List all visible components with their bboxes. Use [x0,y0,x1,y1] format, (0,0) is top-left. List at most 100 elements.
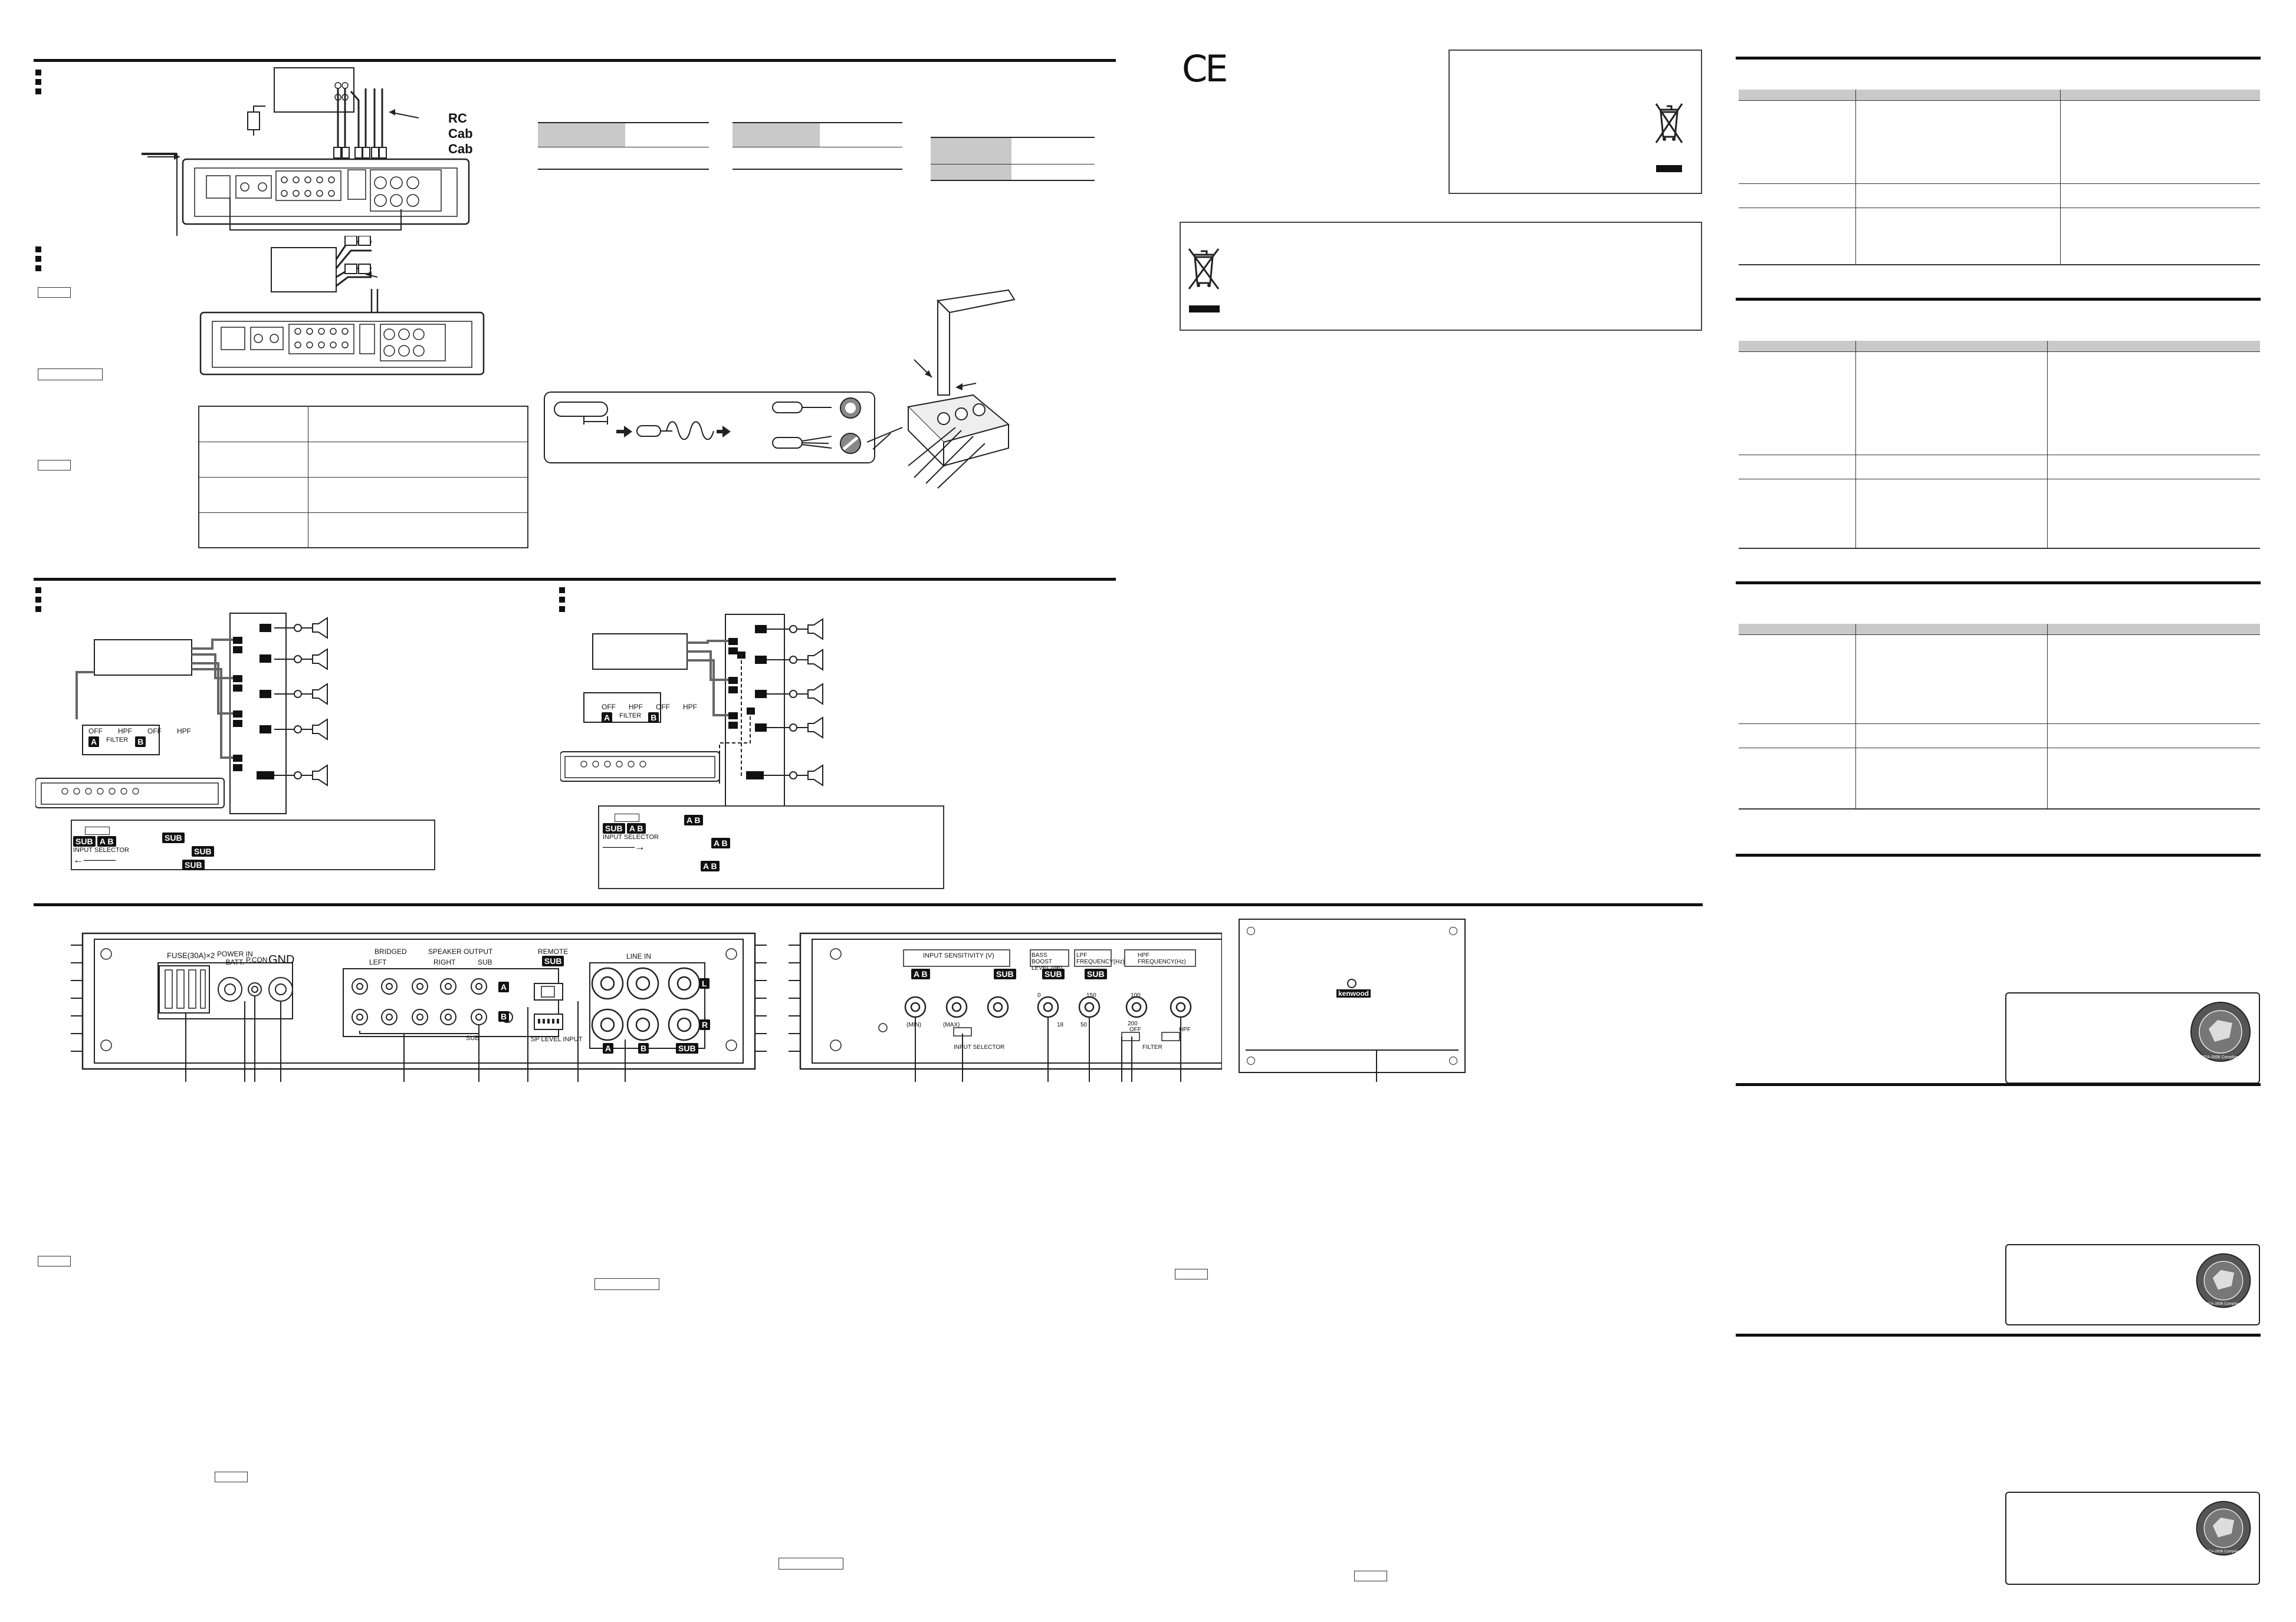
knob-scale-150: 150 [1086,992,1096,999]
sub-badges-left: SUB SUB SUB [162,833,214,871]
knob-scale-max: (MAX) [943,1022,960,1028]
bullet-marks-2 [35,246,41,271]
spec-table-1 [1739,90,2260,265]
note-tag [1354,1571,1387,1581]
award-seal-icon: CEA-2006 Compliant [2190,1002,2251,1062]
label-hpf-switch: HPF [1179,1027,1191,1033]
right-rule-3 [1736,581,2261,584]
right-rule-6 [1736,1334,2261,1337]
award-seal-icon: CEA-2006 Compliant [2196,1501,2251,1556]
selector-legend-left: SUB A B INPUT SELECTOR ←——— [73,827,129,866]
note-tag [1175,1269,1208,1279]
award-card-3: CEA-2006 Compliant [2005,1492,2260,1585]
selector-note-right [598,805,944,889]
label-ch-l: L [699,978,710,989]
note-tag [38,287,71,298]
spec-table-2 [1739,341,2260,549]
label-fuse: FUSE(30A)×2 [167,951,215,960]
label-off-lpf: OFF [1129,1027,1141,1033]
table-mid-b [733,122,902,170]
section-rule-mid [34,578,1116,581]
zoom-leader-line [867,427,903,443]
terminal-hex-key-diagram [873,289,1016,489]
knob-scale-18: 18 [1057,1022,1064,1028]
selector-note-left [71,820,435,870]
spec-table-3 [1739,624,2260,810]
ce-mark: CE [1182,47,1228,90]
label-line-in: LINE IN [626,952,652,960]
label-filter: FILTER [1142,1044,1162,1051]
system-diagram-right [560,614,823,815]
right-rule-1 [1736,57,2261,60]
bullet-marks-3 [35,587,41,612]
knob-scale-50: 50 [1080,1022,1088,1028]
wiring-diagram-top [142,67,470,236]
table-mid-c [931,137,1095,181]
bullet-marks-4 [559,587,565,612]
knob-scale-0: 0 [1037,992,1041,999]
right-rule-4 [1736,854,2261,857]
label-ch-a: A [498,982,510,993]
system-diagram-left [35,613,328,814]
weee-bin-icon [1655,103,1683,172]
label-ch-r: R [699,1019,711,1031]
knob-scale-100: 100 [1131,992,1141,999]
label-input-selector: INPUT SELECTOR [954,1044,1005,1051]
label-line-b: B [638,1043,649,1054]
award-card-1: CEA-2006 Compliant [2005,992,2260,1084]
label-hpf-frequency: HPF FREQUENCY(Hz) [1138,952,1186,965]
award-seal-icon: CEA-2006 Compliant [2196,1253,2251,1308]
label-sp-level-input: SP LEVEL INPUT [531,1036,583,1043]
table-mid-a [538,122,709,170]
amp-top-panel: kenwood [1239,919,1466,1073]
label-lpf-frequency: LPF FREQUENCY(Hz) [1076,952,1125,965]
note-tag [38,460,71,471]
rca-cable-label: RC Cab Cab [448,111,473,156]
label-pcon: P.CON [246,956,268,964]
note-tag-wide [779,1558,843,1570]
note-tag [38,1256,71,1266]
note-tag [215,1472,248,1482]
weee-notice-bottom [1180,222,1702,331]
note-tag-wide [38,369,103,380]
arrow-left-icon [147,154,180,160]
spec-table-left [198,406,528,548]
award-seal-text: CEA-2006 Compliant [2206,1302,2241,1306]
label-bass-boost: BASS BOOST LEVEL (dB) [1032,952,1062,972]
wiring-diagram-second [199,236,485,376]
weee-bin-icon-2 [1188,248,1220,312]
label-ch-b: B [498,1011,510,1022]
wire-prep-box [544,391,875,463]
ab-badges-right: A B A B A B [684,815,730,872]
right-rule-5 [1736,1083,2261,1086]
label-bridged: BRIDGED [375,947,407,956]
knob-scale-200: 200 [1128,1021,1138,1027]
label-gnd: GND [268,953,295,966]
award-seal-text: CEA-2006 Compliant [2206,1549,2241,1554]
section-rule-top [34,59,1116,62]
amp-control-panel: INPUT SENSITIVITY (V) BASS BOOST LEVEL (… [789,927,1223,1082]
label-line-sub: SUB [676,1043,698,1054]
selector-legend-right: SUB A B INPUT SELECTOR ———→ [603,814,659,853]
bullet-marks [35,70,41,94]
note-tag-wide [594,1278,659,1290]
label-sub: SUB [478,958,492,966]
knob-scale-min: (MIN) [906,1022,921,1028]
label-sub-bottom: SUB [466,1035,479,1042]
award-seal-text: CEA-2006 Compliant [2201,1055,2240,1060]
right-rule-2 [1736,298,2261,301]
brand-logo: kenwood [1336,989,1371,998]
label-line-a: A [603,1043,614,1054]
section-rule-bottom [34,903,1703,906]
wire-prep-diagram [554,397,861,454]
label-speaker-output: SPEAKER OUTPUT [428,947,493,956]
label-right: RIGHT [433,958,456,966]
label-input-sensitivity: INPUT SENSITIVITY (V) [923,952,994,959]
award-card-2: CEA-2006 Compliant [2005,1244,2260,1325]
label-left: LEFT [369,958,387,966]
